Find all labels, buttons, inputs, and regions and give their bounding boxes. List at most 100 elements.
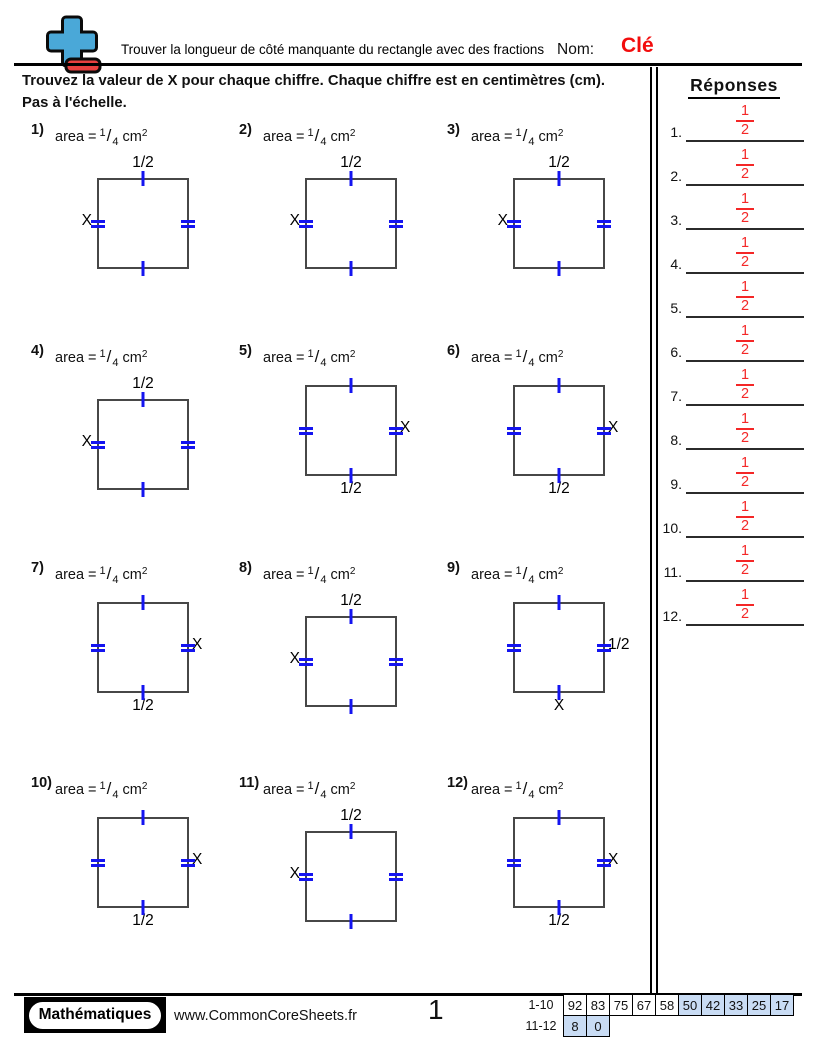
rectangle-figure <box>299 171 403 276</box>
answer-fraction-denominator: 2 <box>740 430 750 446</box>
tick-mark-top <box>557 171 561 186</box>
problem-number: 9) <box>447 560 460 576</box>
answer-number: 8. <box>670 432 682 448</box>
rectangle-figure <box>91 810 195 915</box>
tick-marks-right <box>181 439 195 451</box>
side-label-top: 1/2 <box>132 154 154 171</box>
area-denominator: 4 <box>320 789 327 801</box>
answer-number: 12. <box>662 608 682 624</box>
answer-fraction-numerator: 1 <box>735 148 755 166</box>
answer-fraction-numerator: 1 <box>735 280 755 298</box>
side-label-right: X <box>192 636 203 653</box>
answer-line <box>686 624 804 626</box>
area-denominator: 4 <box>112 574 119 586</box>
tick-mark-top <box>349 378 353 393</box>
problem-number: 1) <box>31 122 44 138</box>
area-prefix: area = <box>55 782 97 798</box>
tick-mark-bottom <box>557 261 561 276</box>
side-label-bottom: 1/2 <box>548 480 570 497</box>
area-numerator: 1 <box>515 127 522 139</box>
area-unit: cm <box>538 567 558 583</box>
area-slash: / <box>106 779 112 798</box>
area-unit-exponent: 2 <box>141 349 148 360</box>
area-denominator: 4 <box>112 357 119 369</box>
area-prefix: area = <box>263 350 305 366</box>
side-label-top: 1/2 <box>548 154 570 171</box>
area-slash: / <box>106 564 112 583</box>
tick-marks-left <box>507 642 521 654</box>
tick-marks-right <box>389 656 403 668</box>
tick-marks-left <box>507 425 521 437</box>
answer-line <box>686 492 804 494</box>
tick-mark-top <box>557 378 561 393</box>
area-slash: / <box>314 564 320 583</box>
answer-line <box>686 140 804 142</box>
tick-marks-left <box>507 218 521 230</box>
side-label-top: 1/2 <box>340 154 362 171</box>
tick-mark-top <box>349 171 353 186</box>
answer-line <box>686 536 804 538</box>
area-prefix: area = <box>55 350 97 366</box>
area-prefix: area = <box>471 782 513 798</box>
area-unit: cm <box>538 350 558 366</box>
footer-divider <box>14 993 802 996</box>
area-slash: / <box>522 779 528 798</box>
tick-marks-right <box>181 857 195 869</box>
tick-marks-right <box>181 218 195 230</box>
instructions-line-1: Trouvez la valeur de X pour chaque chiff… <box>22 73 605 89</box>
score-cell: 50 <box>678 994 702 1016</box>
area-numerator: 1 <box>99 780 106 792</box>
area-unit-exponent: 2 <box>141 566 148 577</box>
tick-marks-left <box>507 857 521 869</box>
side-label-bottom: 1/2 <box>340 480 362 497</box>
answer-line <box>686 580 804 582</box>
subject-badge-label: Mathématiques <box>28 1001 162 1029</box>
side-label-top: 1/2 <box>132 375 154 392</box>
tick-marks-left <box>91 642 105 654</box>
tick-marks-left <box>299 871 313 883</box>
tick-mark-bottom <box>557 900 561 915</box>
plus-minus-logo-icon <box>46 15 102 74</box>
tick-mark-bottom <box>557 685 561 700</box>
area-slash: / <box>314 347 320 366</box>
answer-fraction-denominator: 2 <box>740 474 750 490</box>
area-denominator: 4 <box>112 789 119 801</box>
problem-number: 12) <box>447 775 468 791</box>
answer-fraction-denominator: 2 <box>740 298 750 314</box>
side-label-bottom: 1/2 <box>548 912 570 929</box>
area-unit-exponent: 2 <box>141 128 148 139</box>
side-label-left: X <box>289 865 300 882</box>
problem-number: 10) <box>31 775 52 791</box>
area-denominator: 4 <box>528 574 535 586</box>
area-numerator: 1 <box>515 780 522 792</box>
name-key-value: Clé <box>621 34 654 57</box>
answer-line <box>686 360 804 362</box>
name-label: Nom: <box>557 41 595 58</box>
side-label-bottom: 1/2 <box>132 697 154 714</box>
area-slash: / <box>314 779 320 798</box>
area-prefix: area = <box>263 567 305 583</box>
answer-fraction-numerator: 1 <box>735 588 755 606</box>
side-label-right: X <box>608 419 619 436</box>
area-numerator: 1 <box>307 780 314 792</box>
rectangle-figure <box>299 609 403 714</box>
tick-marks-left <box>91 439 105 451</box>
area-unit: cm <box>538 782 558 798</box>
